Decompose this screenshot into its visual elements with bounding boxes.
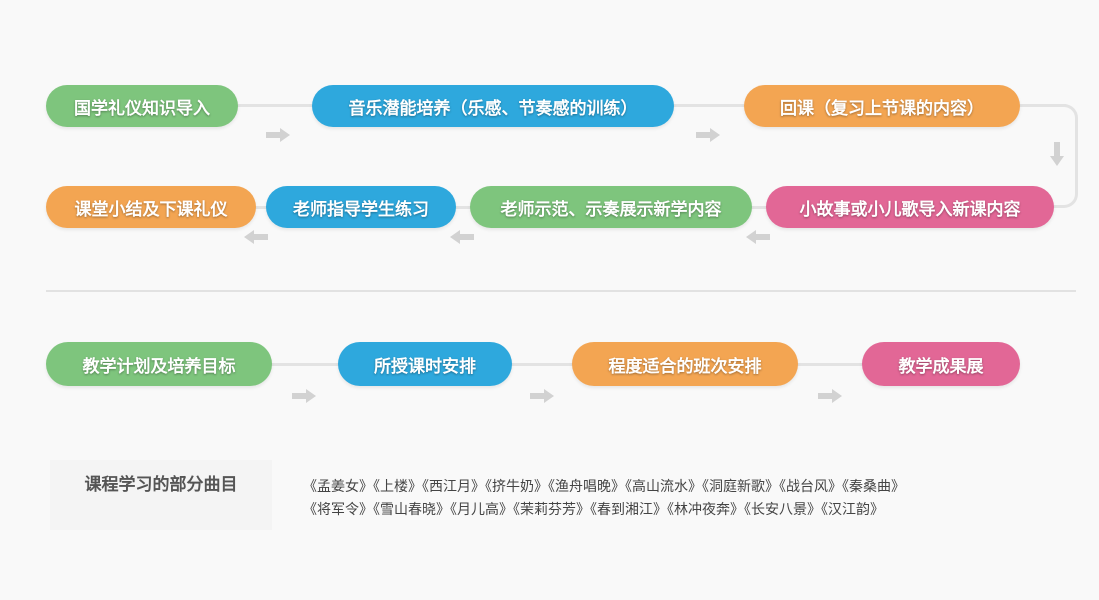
step-teacher-demo: 老师示范、示奏展示新学内容 (470, 186, 752, 228)
connector-line (672, 104, 748, 107)
step-story-intro: 小故事或小儿歌导入新课内容 (766, 186, 1054, 228)
songs-list-line-1: 《孟姜女》《上楼》《西江月》《挤牛奶》《渔舟唱晚》《高山流水》《洞庭新歌》《战台… (303, 479, 905, 495)
arrow-right-icon (292, 389, 316, 403)
arrow-left-icon (746, 230, 770, 244)
songs-title: 课程学习的部分曲目 (84, 475, 238, 495)
connector-line (452, 206, 474, 209)
step-achievement-show: 教学成果展 (862, 342, 1020, 386)
connector-line (268, 363, 344, 366)
step-teaching-plan: 教学计划及培养目标 (46, 342, 272, 386)
step-class-hours: 所授课时安排 (338, 342, 512, 386)
songs-title-box (50, 460, 272, 530)
connector-line (796, 363, 866, 366)
step-music-potential: 音乐潜能培养（乐感、节奏感的训练） (312, 85, 674, 127)
arrow-right-icon (696, 128, 720, 142)
connector-line (236, 104, 316, 107)
arrow-left-icon (244, 230, 268, 244)
step-class-level: 程度适合的班次安排 (572, 342, 798, 386)
arrow-right-icon (530, 389, 554, 403)
connector-line (508, 363, 576, 366)
connector-line (250, 206, 272, 209)
connector-curve (1040, 104, 1078, 208)
step-review-lesson: 回课（复习上节课的内容） (744, 85, 1020, 127)
arrow-left-icon (450, 230, 474, 244)
step-class-summary: 课堂小结及下课礼仪 (46, 186, 256, 228)
step-guoxue-liyi: 国学礼仪知识导入 (46, 85, 238, 127)
section-divider (46, 290, 1076, 292)
connector-line (742, 206, 772, 209)
arrow-down-icon (1050, 142, 1064, 166)
step-teacher-guide: 老师指导学生练习 (266, 186, 456, 228)
arrow-right-icon (266, 128, 290, 142)
songs-list-line-2: 《将军令》《雪山春晓》《月儿高》《茉莉芬芳》《春到湘江》《林冲夜奔》《长安八景》… (303, 502, 884, 518)
arrow-right-icon (818, 389, 842, 403)
